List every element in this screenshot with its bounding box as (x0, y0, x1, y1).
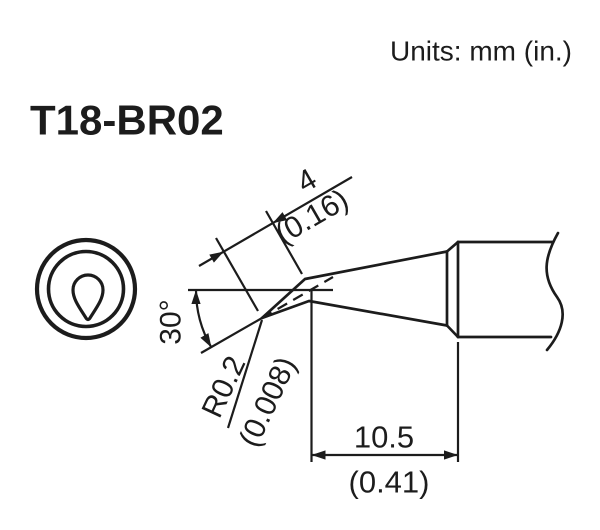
chamfer-top-line (445, 240, 460, 253)
dim4-ext-line-1 (215, 237, 259, 312)
center-axis-dashed (261, 276, 334, 319)
tip-length-dimension: 4 (0.16) (198, 163, 354, 312)
end-view-inner-circle (46, 249, 126, 329)
dim105-arrow-left (311, 450, 326, 460)
part-number-title: T18-BR02 (30, 97, 224, 144)
radius-mm-label: R0.2 (196, 351, 253, 422)
dim105-mm-label: 10.5 (354, 420, 414, 455)
units-label: Units: mm (in.) (390, 36, 572, 67)
end-view (34, 237, 138, 341)
radius-leader-line (226, 319, 264, 429)
end-view-outer-circle (34, 237, 138, 341)
dim105-arrow-right (444, 450, 458, 460)
angle-arrow-top (191, 290, 201, 304)
tip-profile (260, 231, 564, 352)
dim4-arrow-left (209, 251, 224, 263)
tip-outline-upper (260, 250, 449, 320)
angle-annotation: 30° (155, 288, 333, 354)
break-line (545, 231, 564, 352)
angle-label: 30° (155, 299, 188, 344)
tip-outline-lower (260, 299, 449, 327)
dim105-in-label: (0.41) (349, 465, 430, 500)
end-view-tip-cross-section (71, 273, 105, 322)
dim4-arrow-right (272, 212, 288, 224)
angle-arrow-bottom (200, 333, 212, 348)
tip-to-shank-dimension: 10.5 (0.41) (310, 290, 460, 500)
dim4-ext-line-2 (265, 210, 303, 275)
chamfer-bottom-line (445, 324, 460, 339)
tip-radius-callout: R0.2 (0.008) (196, 319, 303, 452)
